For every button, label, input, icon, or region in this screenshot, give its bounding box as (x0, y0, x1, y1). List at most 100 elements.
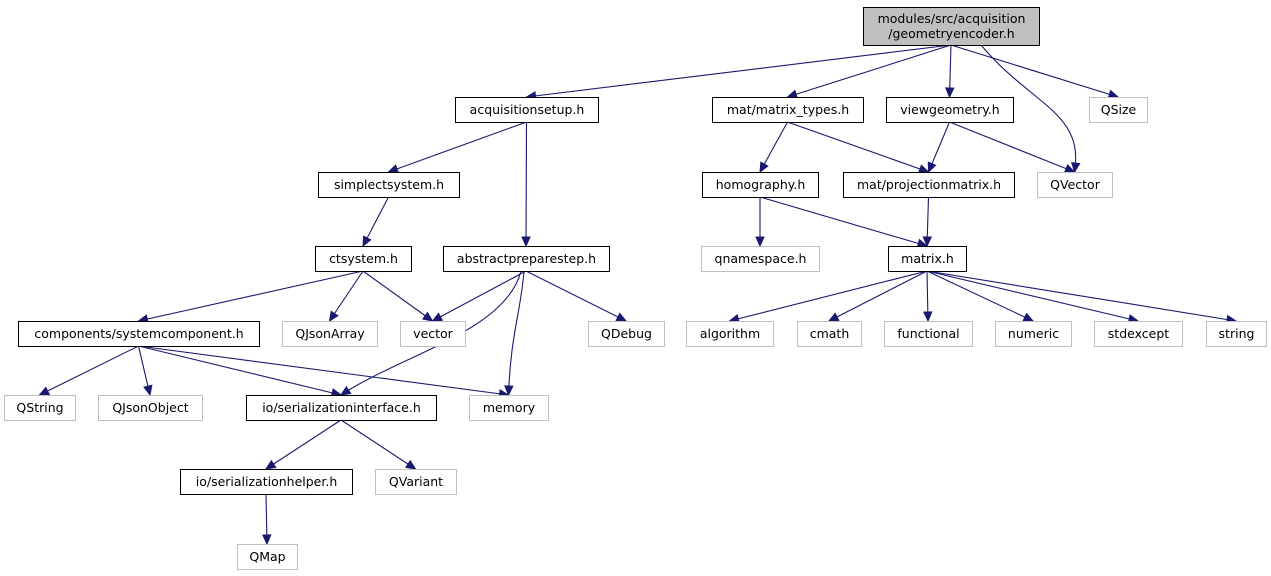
edge-matrix-to-functional (923, 270, 933, 323)
node-label: string (1219, 326, 1255, 341)
edge-line (329, 270, 364, 322)
arrowhead (404, 459, 417, 470)
node-box (1089, 97, 1148, 123)
edge-matrix_types-to-homography (759, 121, 788, 174)
edge-systemcomponent-to-qjsonobject (137, 345, 153, 397)
node-label: /geometryencoder.h (888, 26, 1014, 41)
node-qvector: QVector (1037, 172, 1113, 198)
arrowhead (262, 534, 272, 546)
arrowhead (1071, 161, 1081, 174)
edge-abstractpreparestep-to-vector (431, 270, 527, 322)
node-viewgeometry[interactable]: viewgeometry.h (886, 97, 1014, 123)
node-box (843, 172, 1015, 198)
arrowhead (922, 236, 933, 248)
arrowhead (339, 385, 352, 396)
edge-acquisitionsetup-to-simplectsystem (387, 121, 527, 174)
arrowhead (504, 385, 514, 397)
node-box (686, 321, 774, 347)
node-box (1094, 321, 1183, 347)
node-serializationinterface[interactable]: io/serializationinterface.h (246, 395, 437, 421)
node-label: QMap (249, 549, 285, 564)
edge-homography-to-matrix (759, 196, 929, 248)
node-box (888, 246, 967, 272)
node-label: QJsonObject (112, 400, 188, 415)
arrowhead (1107, 89, 1120, 99)
edge-projectionmatrix-to-matrix (922, 196, 933, 248)
node-label: io/serializationhelper.h (196, 474, 338, 489)
node-numeric: numeric (995, 321, 1072, 347)
node-simplectsystem[interactable]: simplectsystem.h (318, 172, 460, 198)
node-label: components/systemcomponent.h (34, 326, 243, 341)
node-algorithm: algorithm (686, 321, 774, 347)
arrowhead (264, 459, 277, 470)
edge-line (828, 270, 928, 322)
edge-systemcomponent-to-serializationinterface (138, 345, 343, 398)
node-box (995, 321, 1072, 347)
node-box (237, 544, 298, 570)
edge-systemcomponent-to-qstring (38, 345, 139, 396)
node-label: qnamespace.h (715, 251, 807, 266)
node-vector: vector (400, 321, 466, 347)
node-label: functional (897, 326, 959, 341)
edge-matrix-to-numeric (926, 270, 1035, 322)
node-serializationhelper[interactable]: io/serializationhelper.h (180, 469, 353, 495)
node-memory: memory (469, 395, 549, 421)
edge-homography-to-qnamespace (755, 197, 765, 248)
node-box (1206, 321, 1267, 347)
node-homography[interactable]: homography.h (702, 172, 819, 198)
node-label: memory (483, 400, 536, 415)
edge-line (138, 270, 364, 322)
node-box (702, 172, 819, 198)
edge-matrix-to-string (926, 270, 1238, 325)
edge-serializationinterface-to-qvariant (340, 419, 417, 470)
edge-abstractpreparestep-to-memory (504, 270, 525, 397)
edge-abstractpreparestep-to-qdebug (525, 270, 628, 322)
edge-matrix_types-to-projectionmatrix (787, 121, 930, 174)
node-label: viewgeometry.h (900, 102, 999, 117)
node-box (318, 172, 460, 198)
node-box (400, 321, 466, 347)
edge-line (787, 44, 952, 98)
node-label: modules/src/acquisition (878, 11, 1026, 26)
arrowhead (38, 386, 51, 396)
node-box (246, 395, 437, 421)
edge-line (926, 270, 1139, 322)
node-label: QDebug (601, 326, 652, 341)
edge-serializationhelper-to-qmap (262, 493, 272, 546)
edge-line (759, 196, 928, 247)
node-qstring: QString (4, 395, 76, 421)
node-matrix[interactable]: matrix.h (888, 246, 967, 272)
arrowhead (362, 235, 372, 248)
node-acquisitionsetup[interactable]: acquisitionsetup.h (455, 97, 599, 123)
arrowhead (759, 161, 769, 174)
arrowhead (786, 89, 798, 99)
node-label: simplectsystem.h (334, 177, 444, 192)
edge-line (432, 270, 527, 322)
node-label: QString (16, 400, 63, 415)
arrowhead (755, 236, 765, 248)
node-systemcomponent[interactable]: components/systemcomponent.h (18, 321, 260, 347)
node-box (1037, 172, 1113, 198)
arrowhead (143, 384, 153, 397)
node-ctsystem[interactable]: ctsystem.h (315, 246, 412, 272)
node-label: matrix.h (901, 251, 954, 266)
node-box (863, 7, 1040, 46)
node-qvariant: QVariant (375, 469, 457, 495)
edge-serializationinterface-to-serializationhelper (264, 419, 342, 470)
edge-line (39, 345, 139, 396)
arrowhead (1022, 312, 1035, 322)
node-label: algorithm (700, 326, 760, 341)
node-box (701, 246, 820, 272)
node-projectionmatrix[interactable]: mat/projectionmatrix.h (843, 172, 1015, 198)
arrowhead (917, 164, 930, 174)
edge-root-to-viewgeometry (945, 44, 955, 99)
node-cmath: cmath (797, 321, 862, 347)
node-label: abstractpreparestep.h (457, 251, 596, 266)
node-abstractpreparestep[interactable]: abstractpreparestep.h (443, 246, 610, 272)
node-label: QSize (1101, 102, 1137, 117)
arrowhead (923, 311, 933, 323)
node-matrix_types[interactable]: mat/matrix_types.h (712, 97, 864, 123)
node-label: homography.h (716, 177, 806, 192)
node-box (375, 469, 457, 495)
node-box (282, 321, 378, 347)
